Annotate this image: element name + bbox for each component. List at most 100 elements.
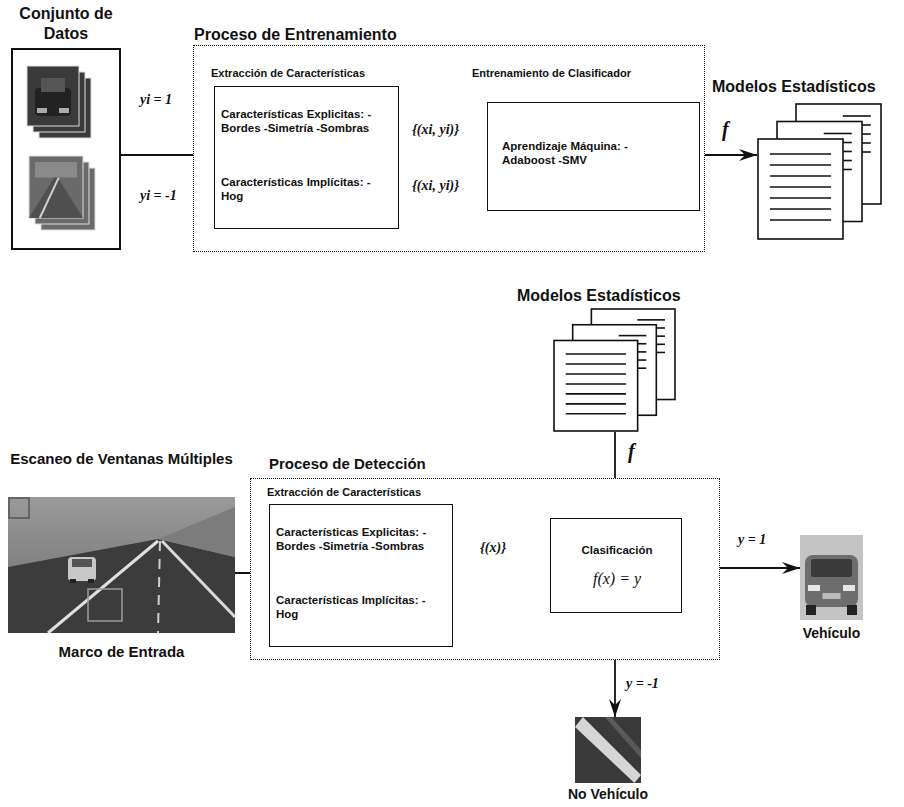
illustration-part — [29, 175, 83, 218]
illustration-part — [805, 555, 858, 607]
node-heading: Modelos Estadísticos — [712, 77, 876, 97]
illustration-part — [88, 579, 94, 583]
illustration-part — [37, 108, 47, 113]
feature-extraction-box: Extracción de CaracterísticasCaracteríst… — [214, 86, 399, 229]
node-text: f(x) = y — [551, 569, 683, 589]
node-heading: Extracción de Características — [211, 67, 365, 80]
illustration-part — [823, 593, 841, 599]
node-heading: No Vehículo — [543, 786, 673, 803]
training-process-region: Proceso de EntrenamientoExtracción de Ca… — [193, 45, 705, 252]
illustration-part — [88, 589, 122, 621]
edge-label: {(xi, yi)} — [410, 122, 461, 138]
illustration-part — [770, 175, 831, 177]
classification-box: Clasificación f(x) = y — [550, 518, 682, 613]
node-heading: Clasificación — [551, 543, 683, 557]
edge-label: y = 1 — [736, 532, 768, 548]
illustration-part — [158, 541, 160, 633]
illustration-part — [8, 497, 235, 633]
illustration-part — [40, 178, 59, 218]
illustration-part — [12, 49, 120, 249]
non-vehicle-image: No Vehículo — [575, 717, 641, 783]
node-text: Características Implícitas: -Hog — [276, 593, 444, 621]
illustration-part — [811, 559, 852, 577]
illustration-part — [843, 115, 871, 117]
illustration-part — [808, 585, 820, 591]
flow-arrow — [700, 154, 757, 156]
illustration-part — [770, 186, 831, 188]
input-frame-image: Escaneo de Ventanas MúltiplesMarco de En… — [8, 497, 235, 633]
illustration-part — [843, 585, 855, 591]
dataset-box: Conjunto de Datos — [11, 48, 121, 250]
node-text: Marco de Entrada — [8, 643, 235, 661]
illustration-part — [824, 133, 852, 135]
illustration-part — [70, 579, 76, 583]
illustration-part — [605, 717, 641, 758]
illustration-part — [35, 162, 77, 178]
illustration-part — [575, 717, 641, 783]
node-heading: Extracción de Características — [267, 486, 421, 499]
illustration-part — [35, 88, 71, 116]
illustration-part — [770, 153, 831, 155]
node-text: Características Implícitas: -Hog — [221, 175, 389, 203]
illustration-part — [8, 539, 235, 633]
statistical-models-stack: Modelos Estadísticos — [553, 308, 676, 432]
illustration-part — [9, 498, 29, 518]
edge-label: yi = 1 — [138, 92, 174, 108]
illustration-part — [575, 717, 641, 783]
edge-label: f — [720, 118, 731, 141]
edge-label: {(x)} — [478, 540, 508, 556]
illustration-part — [48, 541, 158, 633]
illustration-part — [619, 335, 647, 337]
node-heading: Escaneo de Ventanas Múltiples — [8, 450, 235, 468]
node-heading: Conjunto de Datos — [5, 4, 127, 43]
illustration-part — [566, 373, 626, 375]
illustration-part — [806, 605, 816, 615]
illustration — [553, 308, 676, 432]
illustration-part — [29, 156, 83, 218]
illustration-part — [800, 535, 863, 620]
illustration — [11, 48, 121, 250]
illustration-part — [770, 219, 831, 221]
illustration-part — [72, 559, 92, 567]
annotation-label: {(xi, yi)} — [410, 178, 461, 194]
edge-label: f — [626, 440, 637, 463]
node-text: Aprendizaje Máquina: -Adaboost -SMV — [502, 139, 644, 167]
node-heading: Proceso de Detección — [269, 455, 426, 473]
node-text: Características Explicitas: -Bordes -Sim… — [276, 525, 444, 553]
illustration — [800, 535, 863, 620]
illustration-part — [770, 197, 831, 199]
node-heading: Vehículo — [778, 625, 885, 642]
illustration-part — [566, 363, 626, 365]
illustration-part — [566, 413, 626, 415]
illustration-part — [758, 139, 843, 239]
illustration-part — [566, 353, 626, 355]
node-text: Características Explicitas: -Bordes -Sim… — [221, 107, 389, 135]
illustration-part — [59, 108, 69, 113]
illustration-part — [770, 208, 831, 210]
node-heading: Proceso de Entrenamiento — [194, 25, 397, 45]
illustration-part — [68, 557, 96, 581]
node-heading: Entrenamiento de Clasificador — [472, 67, 631, 80]
statistical-models-stack: Modelos Estadísticos — [757, 103, 882, 240]
illustration — [575, 717, 641, 783]
classifier-training-box: Entrenamiento de ClasificadorAprendizaje… — [487, 102, 700, 211]
illustration-part — [554, 340, 638, 431]
detection-process-region: Proceso de DetecciónExtracción de Caract… — [250, 478, 720, 660]
illustration-part — [566, 383, 626, 385]
illustration-part — [770, 164, 831, 166]
node-heading: Modelos Estadísticos — [517, 286, 681, 306]
illustration-part — [27, 66, 79, 126]
illustration-part — [566, 393, 626, 395]
feature-extraction-box: Extracción de CaracterísticasCaracteríst… — [269, 504, 453, 647]
illustration — [8, 497, 235, 633]
edge-label: y = -1 — [624, 676, 661, 692]
illustration — [757, 103, 882, 240]
annotation-label: yi = -1 — [138, 188, 179, 204]
vehicle-image: Vehículo — [800, 535, 863, 620]
illustration-part — [847, 605, 857, 615]
illustration-part — [566, 403, 626, 405]
illustration-part — [637, 319, 665, 321]
illustration-part — [162, 541, 235, 617]
illustration-part — [41, 78, 65, 92]
